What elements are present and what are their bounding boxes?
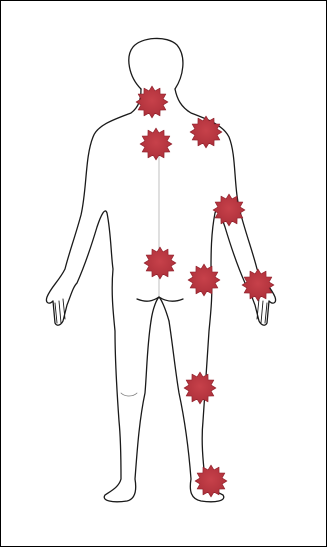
pain-marker-right-knee <box>184 372 216 404</box>
body-outline-left <box>46 89 151 502</box>
pain-marker-left-buttock <box>144 247 176 279</box>
pain-marker-right-shoulder <box>190 116 222 148</box>
pain-marker-right-buttock <box>188 264 220 296</box>
pain-marker-right-wrist <box>242 269 274 301</box>
pain-marker-right-upper-arm <box>213 194 245 226</box>
pain-markers <box>136 86 274 497</box>
pain-marker-right-ankle <box>195 465 227 497</box>
head-outline <box>129 38 183 89</box>
pain-marker-upper-back-center <box>140 128 172 160</box>
left-knee-line <box>121 393 137 396</box>
